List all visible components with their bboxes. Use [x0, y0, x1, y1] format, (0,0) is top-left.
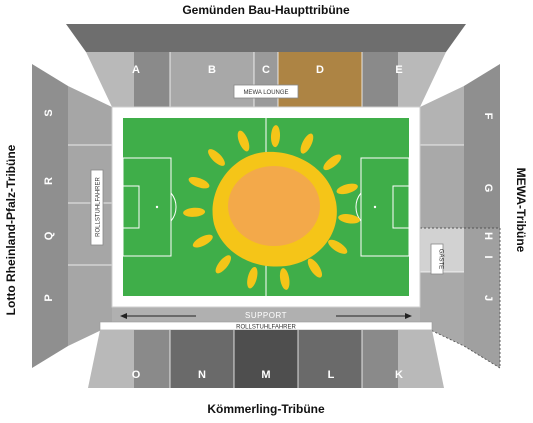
sun-core	[228, 166, 320, 246]
block-p-label: P	[43, 294, 55, 301]
sun-ray	[338, 214, 360, 224]
block-n[interactable]	[170, 330, 234, 388]
north-tribune-title: Gemünden Bau-Haupttribüne	[182, 3, 350, 17]
sun-ray	[188, 176, 210, 189]
east-stand	[419, 86, 501, 369]
penalty-spot-west	[155, 205, 159, 209]
sun-ray	[307, 258, 323, 278]
mewa-lounge-label: MEWA LOUNGE	[243, 90, 288, 96]
support-label: SUPPORT	[245, 311, 287, 320]
north-stand	[86, 52, 446, 107]
sun-ray	[279, 268, 290, 290]
rollstuhlfahrer-west-label: ROLLSTUHLFAHRER	[96, 176, 102, 236]
block-q-label: Q	[43, 231, 55, 240]
block-k[interactable]	[362, 330, 398, 388]
rollstuhlfahrer-west-box	[90, 169, 104, 246]
block-o-label: O	[132, 369, 141, 381]
sun-ray	[237, 130, 250, 152]
block-e-label: E	[395, 64, 402, 76]
block-n-label: N	[198, 369, 206, 381]
sun-ray	[192, 234, 213, 248]
arrow-left-icon	[120, 313, 127, 319]
guest-sector-outline	[419, 227, 501, 369]
block-h-label: H	[482, 232, 494, 240]
gaeste-label: GÄSTE	[438, 249, 445, 269]
block-g[interactable]	[420, 145, 464, 228]
block-j-label: J	[482, 295, 494, 301]
block-r-label: R	[43, 177, 55, 185]
block-c-label: C	[262, 64, 270, 76]
penalty-arc-west	[170, 192, 177, 222]
block-s-label: S	[43, 109, 55, 116]
block-q[interactable]	[68, 203, 112, 265]
block-b[interactable]	[170, 52, 254, 107]
south-tribune-title: Kömmerling-Tribüne	[207, 402, 325, 416]
sun-ray	[323, 154, 342, 171]
sun-ray	[247, 266, 258, 289]
west-stand	[68, 86, 112, 346]
block-d-label: D	[316, 64, 324, 76]
sun-ray	[300, 133, 314, 154]
support-band	[112, 307, 420, 322]
sun-ray	[270, 125, 281, 148]
mewa-lounge-box	[233, 84, 299, 99]
sun-ray	[328, 239, 348, 254]
block-f-label: F	[482, 113, 494, 120]
block-l[interactable]	[298, 330, 362, 388]
rollstuhlfahrer-south-label: ROLLSTUHLFAHRER	[236, 324, 296, 330]
block-south-corner-west[interactable]	[88, 330, 134, 388]
sun-ray	[208, 149, 225, 166]
block-f[interactable]	[420, 86, 464, 145]
block-d[interactable]	[278, 52, 362, 107]
block-l-label: L	[328, 369, 335, 381]
block-o[interactable]	[134, 330, 170, 388]
block-north-corner-west[interactable]	[86, 52, 134, 107]
south-stand	[88, 330, 444, 388]
block-north-corner-east[interactable]	[398, 52, 446, 107]
gaeste-box	[430, 243, 444, 275]
block-a-label: A	[132, 64, 140, 76]
east-tribune-title: MEWA-Tribüne	[514, 168, 528, 253]
block-i-label: I	[482, 255, 494, 258]
block-s[interactable]	[68, 86, 112, 145]
west-tribune-title: Lotto Rheinland-Pfalz-Tribüne	[4, 144, 18, 315]
block-south-corner-east[interactable]	[398, 330, 444, 388]
block-g-label: G	[482, 184, 494, 193]
block-r[interactable]	[68, 145, 112, 203]
sun-ray	[336, 183, 358, 195]
support-arrows	[120, 313, 412, 319]
west-roof	[32, 64, 68, 368]
sun-ray	[215, 255, 232, 274]
penalty-spot-east	[373, 205, 377, 209]
arrow-right-icon	[405, 313, 412, 319]
block-k-label: K	[395, 369, 403, 381]
north-roof	[66, 24, 466, 52]
sun-ray	[183, 207, 206, 217]
block-e[interactable]	[362, 52, 398, 107]
block-c[interactable]	[254, 52, 278, 107]
east-guest-roof	[464, 228, 500, 368]
goal-area-east	[392, 185, 410, 229]
block-a[interactable]	[134, 52, 170, 107]
sun-rays	[183, 125, 360, 290]
block-m-label: M	[261, 369, 270, 381]
goal-area-west	[122, 185, 140, 229]
sun-graphic	[183, 125, 360, 290]
block-b-label: B	[208, 64, 216, 76]
block-m[interactable]	[234, 330, 298, 388]
